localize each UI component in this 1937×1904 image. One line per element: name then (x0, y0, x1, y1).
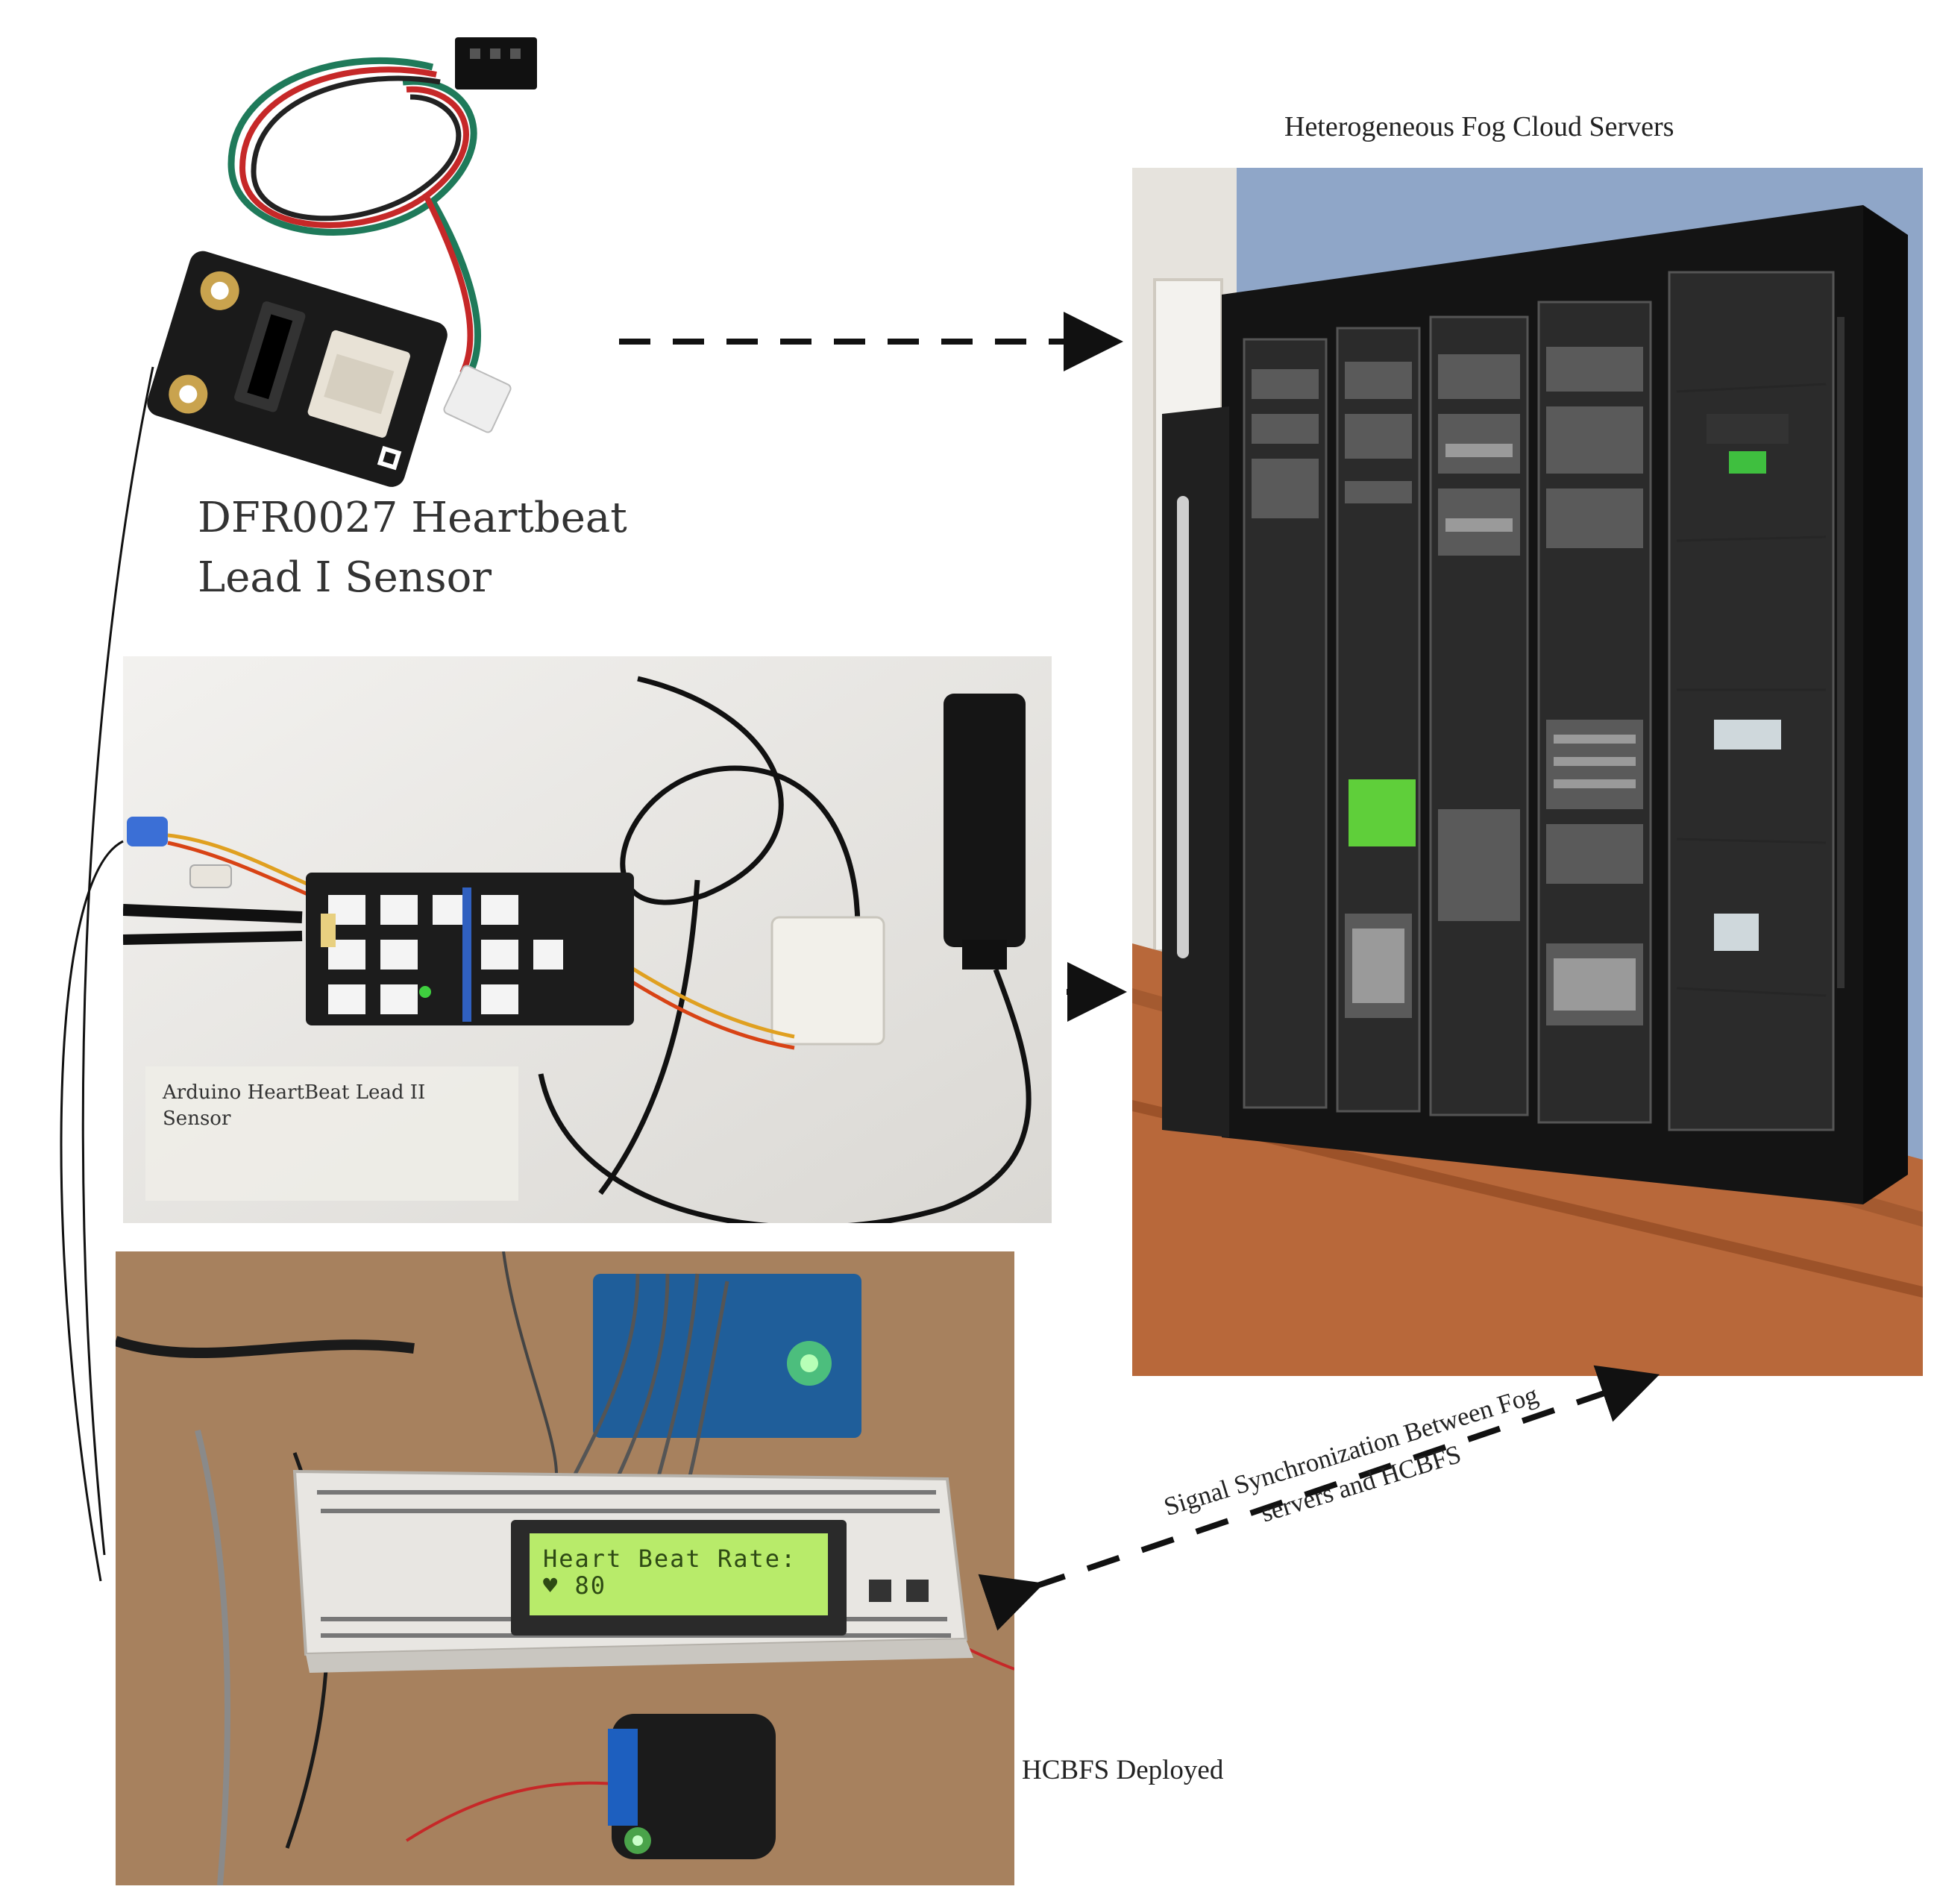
lcd-display-text: Heart Beat Rate: ♥ 80 (543, 1545, 797, 1599)
arduino-lead2-sensor-photo (123, 656, 1052, 1223)
dfr0027-sensor-photo (119, 15, 589, 492)
sensor1-label: DFR0027 Heartbeat Lead I Sensor (198, 488, 627, 608)
lcd-line1: Heart Beat Rate: (543, 1545, 797, 1573)
hcbfs-deployed-photo (116, 1251, 1014, 1885)
deployed-label: HCBFS Deployed (1022, 1755, 1224, 1785)
sensor2-label-line1: Arduino HeartBeat Lead II (163, 1081, 426, 1104)
lcd-line2: ♥ 80 (543, 1571, 607, 1600)
sensor2-label: Arduino HeartBeat Lead II Sensor (163, 1080, 425, 1132)
fog-server-rack-photo (1132, 168, 1923, 1376)
sensor2-curve-link (60, 840, 124, 1582)
fog-servers-title: Heterogeneous Fog Cloud Servers (1284, 111, 1674, 142)
sync-label: Signal Synchronization Between Fog serve… (1160, 1377, 1552, 1557)
sensor1-label-line2: Lead I Sensor (198, 553, 492, 602)
sensor1-label-line1: DFR0027 Heartbeat (198, 494, 627, 542)
sensor2-label-line2: Sensor (163, 1107, 231, 1130)
